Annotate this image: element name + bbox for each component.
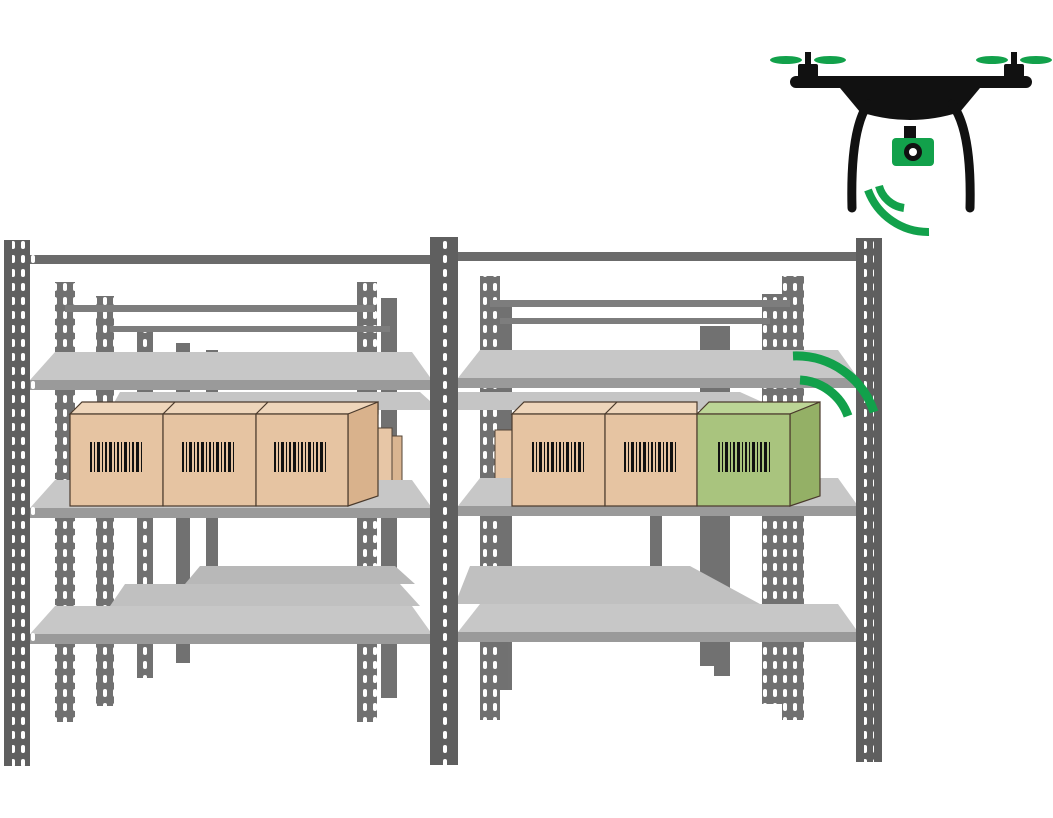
post-left-outer <box>4 240 38 766</box>
post-center <box>430 237 458 765</box>
shelf-right-top <box>458 350 858 388</box>
barcode-icon <box>90 442 326 472</box>
scan-signal-icon <box>792 351 879 418</box>
shelf-left-top <box>30 352 432 390</box>
shelf-left-bottom <box>30 606 432 644</box>
box-right-3-scanned <box>695 401 821 507</box>
box-row-right <box>510 401 821 507</box>
scan-signal-icon <box>864 184 930 237</box>
drone-icon <box>770 52 1052 237</box>
barcode-icon <box>532 442 770 472</box>
post-right-outer <box>856 238 882 762</box>
box-left-1 <box>69 413 164 507</box>
rack-right <box>450 238 882 762</box>
box-left-3 <box>255 413 349 507</box>
rack-left <box>4 240 440 766</box>
camera-icon <box>892 138 934 166</box>
shelf-right-bottom <box>458 604 858 642</box>
box-right-1 <box>511 413 606 507</box>
box-row-left <box>68 401 379 507</box>
